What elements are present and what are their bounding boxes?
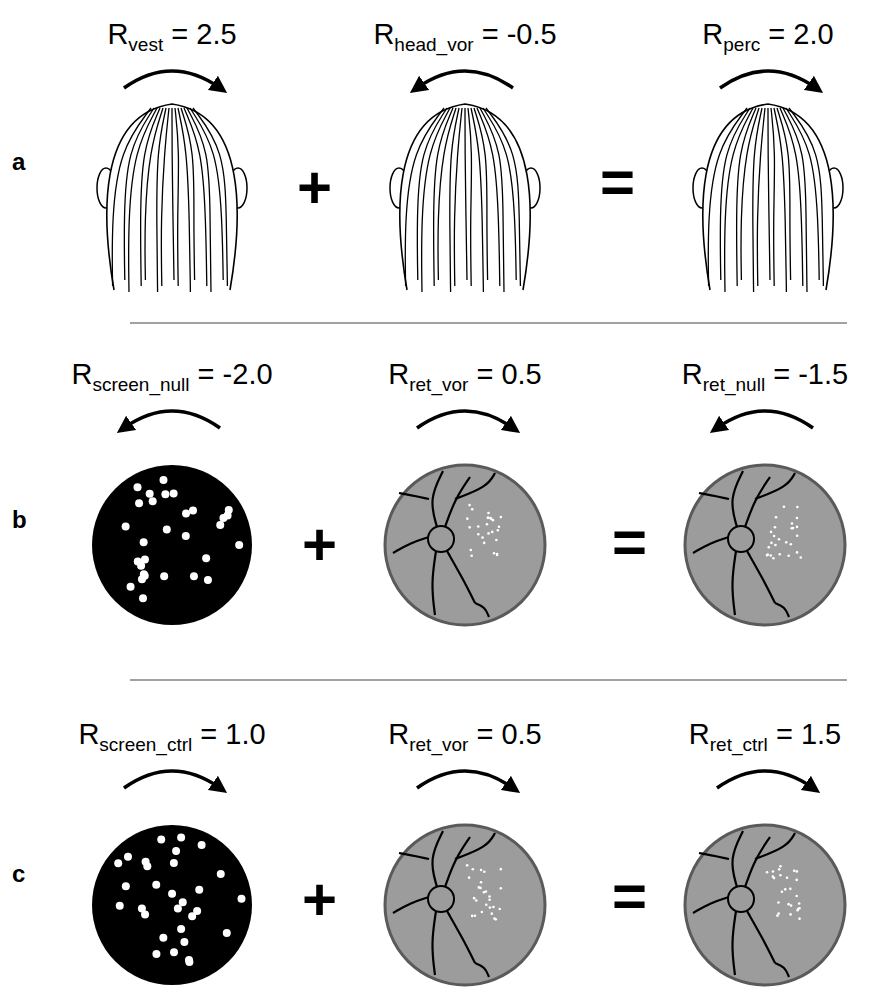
figure-node: Rhead_vor = -0.5 — [367, 16, 562, 56]
figure-node: Rret_null = -1.5 — [676, 356, 854, 396]
head-back-view — [390, 104, 540, 292]
operator-sign: + — [297, 158, 332, 218]
rotation-label: Rscreen_ctrl = 1.0 — [72, 716, 271, 756]
rotation-arrow — [124, 71, 220, 88]
panel-letter: a — [12, 150, 25, 174]
figure-node: Rvest = 2.5 — [101, 16, 242, 56]
rotation-label: Rret_ctrl = 1.5 — [683, 716, 847, 756]
retina-fundus — [385, 825, 545, 985]
figure-node: Rret_ctrl = 1.5 — [683, 716, 847, 756]
operator-sign: = — [612, 866, 647, 926]
dot-screen — [92, 465, 252, 625]
operator-sign: = — [612, 512, 647, 572]
head-back-view — [693, 104, 843, 292]
rotation-label: Rperc = 2.0 — [696, 16, 839, 56]
figure-node: Rscreen_null = -2.0 — [65, 356, 278, 396]
figure-node: Rscreen_ctrl = 1.0 — [72, 716, 271, 756]
rotation-arrow — [717, 411, 813, 428]
retina-fundus — [385, 465, 545, 625]
rotation-label: Rvest = 2.5 — [101, 16, 242, 56]
rotation-label: Rhead_vor = -0.5 — [367, 16, 562, 56]
operator-sign: + — [302, 515, 337, 575]
divider-line — [130, 322, 847, 323]
retina-fundus — [685, 825, 845, 985]
dot-screen — [92, 825, 252, 985]
rotation-arrow — [720, 71, 816, 88]
rotation-label: Rret_vor = 0.5 — [382, 356, 547, 396]
divider-line — [130, 679, 847, 680]
rotation-arrow — [417, 411, 513, 428]
rotation-arrow — [124, 411, 220, 428]
rotation-label: Rret_null = -1.5 — [676, 356, 854, 396]
operator-sign: + — [302, 870, 337, 930]
figure-node: Rret_vor = 0.5 — [382, 356, 547, 396]
rotation-arrow — [717, 771, 813, 788]
rotation-arrow — [417, 71, 513, 88]
rotation-arrow — [124, 771, 220, 788]
figure-node: Rret_vor = 0.5 — [382, 716, 547, 756]
head-back-view — [97, 104, 247, 292]
panel-letter: b — [12, 508, 27, 532]
rotation-arrow — [417, 771, 513, 788]
rotation-label: Rret_vor = 0.5 — [382, 716, 547, 756]
figure-node: Rperc = 2.0 — [696, 16, 839, 56]
operator-sign: = — [600, 152, 635, 212]
panel-letter: c — [12, 862, 25, 886]
retina-fundus — [685, 465, 845, 625]
rotation-label: Rscreen_null = -2.0 — [65, 356, 278, 396]
